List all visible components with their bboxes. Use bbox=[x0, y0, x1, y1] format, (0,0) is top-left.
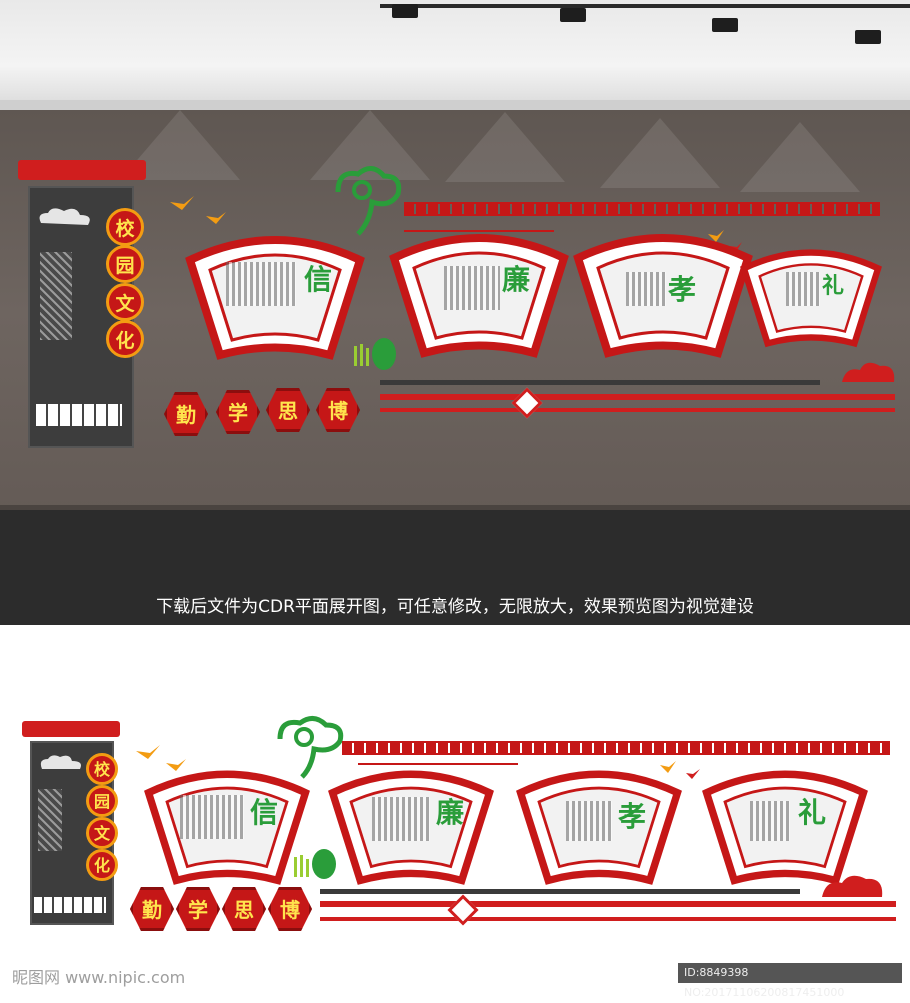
pillar-roof bbox=[22, 721, 120, 737]
spotlight bbox=[392, 4, 418, 18]
fret-border bbox=[404, 202, 880, 216]
text-block bbox=[750, 801, 790, 841]
light-rail bbox=[380, 4, 910, 8]
motto-char: 勤 bbox=[130, 887, 174, 931]
cloud-icon bbox=[335, 166, 402, 236]
lattice-panel bbox=[38, 789, 62, 851]
lattice-panel bbox=[40, 252, 72, 340]
bird-icon bbox=[686, 769, 700, 779]
bird-icon bbox=[170, 196, 194, 210]
light-glow bbox=[740, 122, 860, 192]
cloud-icon bbox=[39, 208, 90, 225]
pillar-char: 化 bbox=[106, 320, 144, 358]
cloud-icon bbox=[40, 755, 81, 769]
bird-icon bbox=[136, 745, 160, 759]
red-bar bbox=[320, 917, 896, 921]
bird-icon bbox=[166, 759, 186, 771]
text-block bbox=[786, 272, 820, 306]
pillar-char: 园 bbox=[86, 785, 118, 817]
text-block bbox=[226, 262, 296, 306]
leaf-icon bbox=[294, 849, 336, 879]
text-block bbox=[444, 266, 500, 310]
fan-char: 礼 bbox=[798, 796, 827, 829]
motto-char: 博 bbox=[316, 388, 360, 432]
thin-line bbox=[358, 763, 518, 765]
fan-char: 廉 bbox=[436, 796, 465, 829]
pillar-char: 文 bbox=[106, 283, 144, 321]
pillar-char: 校 bbox=[86, 753, 118, 785]
light-glow bbox=[600, 118, 720, 188]
text-block bbox=[626, 272, 666, 306]
pillar-char: 园 bbox=[106, 245, 144, 283]
spotlight bbox=[560, 8, 586, 22]
red-bar bbox=[380, 394, 895, 400]
motto-char: 学 bbox=[216, 390, 260, 434]
text-block bbox=[372, 797, 430, 841]
pillar-char: 文 bbox=[86, 817, 118, 849]
spotlight bbox=[712, 18, 738, 32]
fret-border bbox=[342, 741, 890, 755]
photo-strip bbox=[36, 404, 122, 426]
bird-icon bbox=[708, 230, 724, 242]
fan-char: 礼 bbox=[822, 273, 845, 299]
text-block bbox=[180, 795, 244, 839]
watermark-id: ID:8849398 NO:20171106200817451000 bbox=[678, 963, 902, 999]
photo-strip bbox=[34, 897, 106, 913]
fan-char: 孝 bbox=[618, 800, 647, 833]
cloud-icon bbox=[822, 875, 883, 897]
pillar-char: 校 bbox=[106, 208, 144, 246]
motto-char: 博 bbox=[268, 887, 312, 931]
floor bbox=[0, 510, 910, 625]
cloud-icon bbox=[842, 362, 895, 382]
cloud-icon bbox=[277, 716, 344, 779]
fan-char: 孝 bbox=[668, 273, 697, 306]
flat-layout: 校 园 文 化 信 廉 孝 礼 勤 学 思 bbox=[0, 625, 910, 993]
leaf-icon bbox=[354, 338, 396, 370]
baseboard bbox=[0, 505, 910, 513]
pillar-char: 化 bbox=[86, 849, 118, 881]
light-glow bbox=[445, 112, 565, 182]
fan-char: 信 bbox=[304, 263, 333, 296]
grey-bar bbox=[380, 380, 820, 385]
watermark-logo: 昵图网 www.nipic.com bbox=[12, 968, 186, 987]
ceiling bbox=[0, 0, 910, 110]
red-bar bbox=[380, 408, 895, 412]
motto-char: 思 bbox=[266, 388, 310, 432]
bird-icon bbox=[660, 761, 676, 773]
pillar-roof bbox=[18, 160, 146, 180]
red-bar bbox=[320, 901, 896, 907]
thin-line bbox=[404, 230, 554, 232]
grey-bar bbox=[320, 889, 800, 894]
bird-icon bbox=[730, 242, 742, 252]
fan-char: 廉 bbox=[502, 263, 531, 296]
text-block bbox=[566, 801, 612, 841]
room-preview: 校 园 文 化 信 廉 孝 礼 bbox=[0, 0, 910, 625]
motto-char: 思 bbox=[222, 887, 266, 931]
bird-icon bbox=[206, 212, 226, 224]
fan-char: 信 bbox=[250, 796, 279, 829]
caption-text: 下载后文件为CDR平面展开图，可任意修改，无限放大，效果预览图为视觉建设 bbox=[156, 597, 754, 617]
spotlight bbox=[855, 30, 881, 44]
motto-char: 学 bbox=[176, 887, 220, 931]
motto-char: 勤 bbox=[164, 392, 208, 436]
